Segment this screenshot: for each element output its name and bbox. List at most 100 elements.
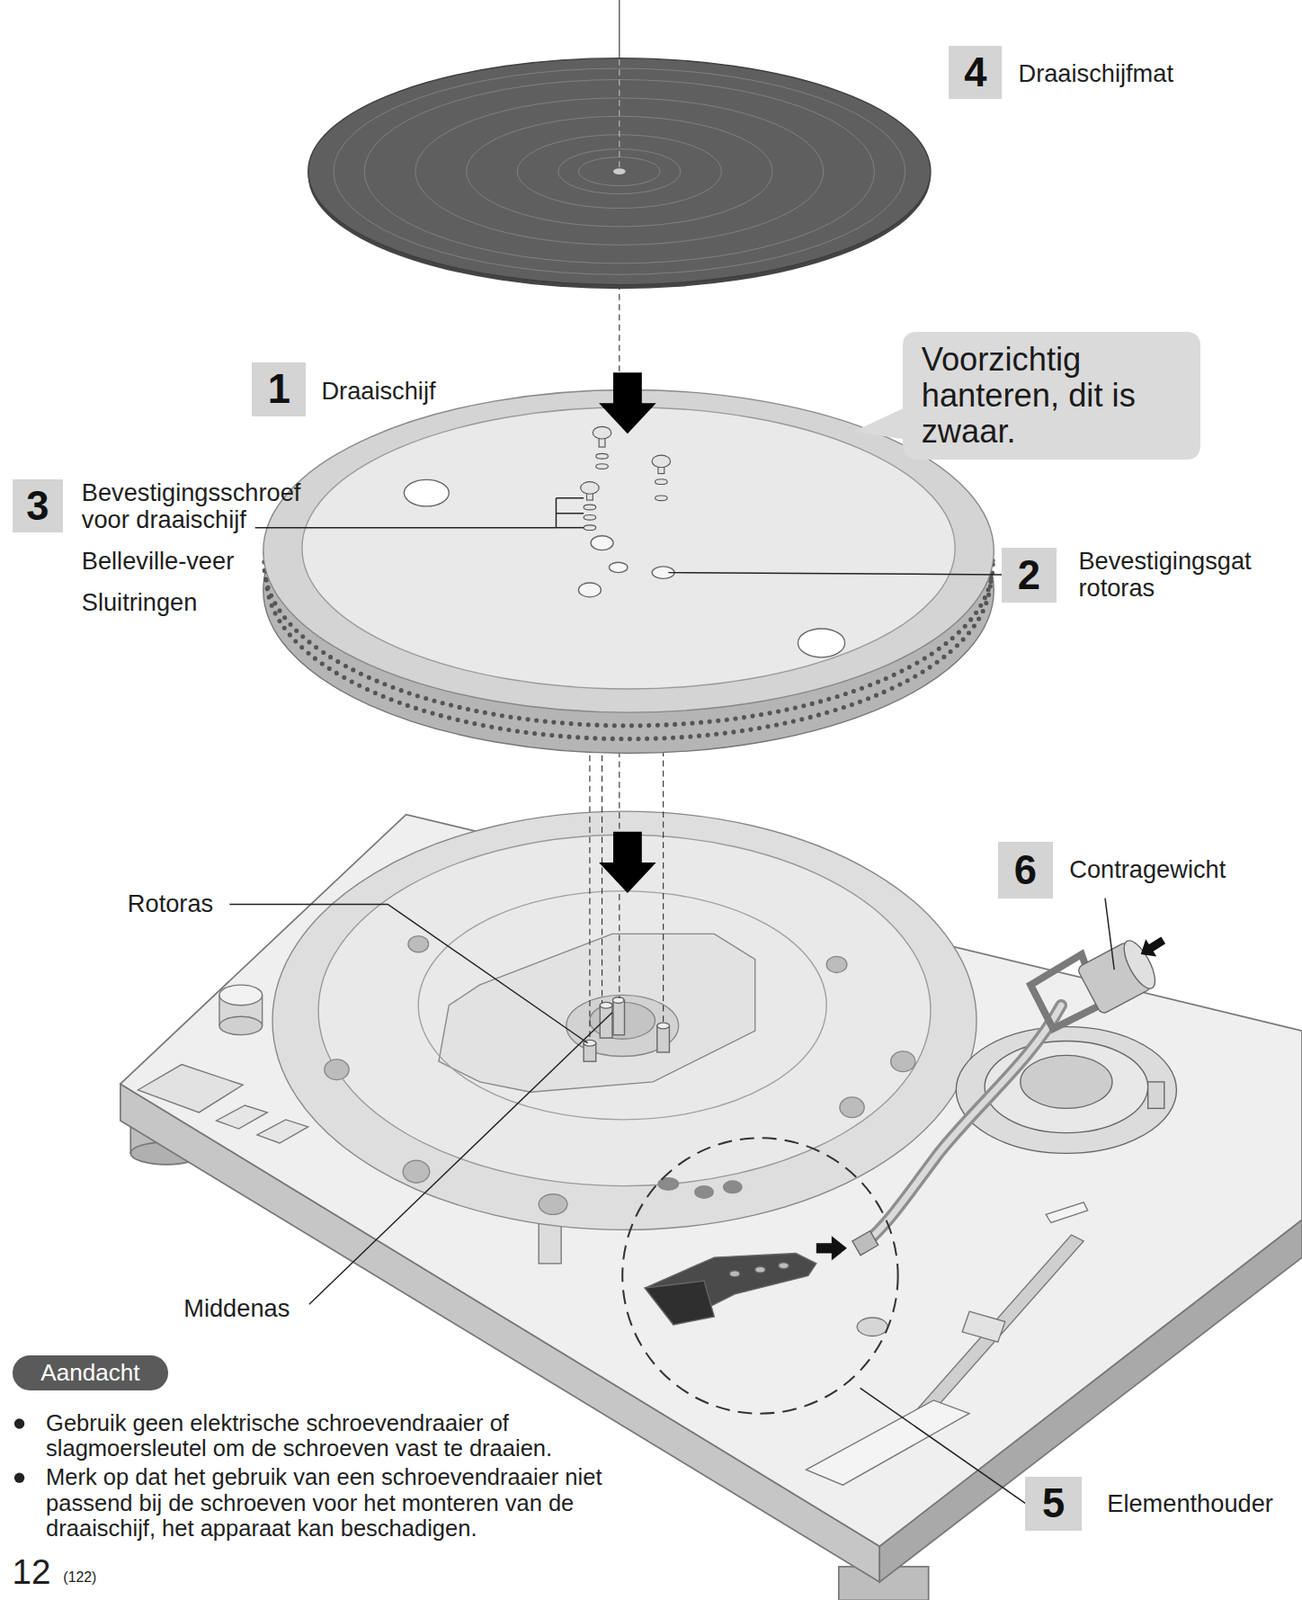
part-label: Sluitringen [81,588,198,616]
leader-line [255,526,557,528]
node-text: 1 [267,368,291,410]
part-label: Contragewicht [1069,856,1226,883]
tonearm [1020,1054,1113,1108]
rotor-posts [657,1025,670,1053]
leader-line [1105,898,1115,970]
platter-screws [580,481,599,495]
leader-line [229,498,1115,1504]
tonearm [1148,1081,1165,1109]
rotor-posts [583,997,669,1062]
bullet-dot [14,1417,25,1482]
platter-well [438,933,756,1092]
page-number: 12 [12,1552,52,1591]
part-label: Draaischijf [321,377,436,405]
tonearm [644,1253,817,1325]
bullet-dot [14,1472,25,1483]
attention-badge: Aandacht [12,1355,170,1391]
platter-screws [655,495,669,501]
platter-well [272,811,977,1230]
platter [302,407,955,689]
bubble-outline [854,331,1201,460]
node-text: 3 [26,485,49,527]
leader-line [668,572,1002,575]
tonearm [865,1005,1062,1243]
turntable-mat [618,0,620,60]
platter-well [695,1186,714,1199]
platter-well [723,1180,742,1194]
platter-screws [580,426,671,530]
part-label: Middenas [183,1294,290,1322]
callout-number: 6 [998,841,1053,898]
base-controls [1045,1202,1088,1223]
callout-number: 4 [948,45,1002,99]
node-text: Aandacht [40,1360,140,1384]
platter-screws [583,515,597,521]
base-controls [914,1234,1084,1418]
leader-line [555,526,584,528]
rotor-posts [613,999,625,1035]
platter-well [402,1159,430,1183]
assembly-arrow [598,372,657,434]
node-text: 4 [963,52,987,93]
assembly-arrow [598,372,657,893]
callout-number: 5 [1025,1476,1081,1531]
page-number: (122) [62,1569,97,1585]
tonearm [778,1262,789,1269]
base-controls [219,1016,263,1035]
platter-screws [583,504,597,510]
tonearm [852,1230,879,1256]
part-label: Bevestigingsgat rotoras [1078,547,1283,602]
node-text: Voorzichtig hanteren, dit is zwaar. [921,341,1184,449]
node-text: 5 [1042,1482,1065,1524]
base-controls [805,1400,970,1485]
part-label: Elementhouder [1106,1489,1274,1517]
callout-number: 2 [1001,547,1056,602]
platter-well [826,955,848,973]
leader-line [860,1387,1026,1503]
base-controls [137,824,1088,1485]
turntable-mat [618,59,620,172]
turntable-mat [308,58,931,286]
tonearm [816,1235,848,1260]
detail-circle [622,1137,898,1413]
platter-screws [596,463,609,470]
node-text: 6 [1014,849,1037,891]
bullet-dot [14,1417,25,1428]
platter [608,561,627,572]
tonearm [865,1005,1062,1243]
part-label: Belleville-veer [81,547,234,575]
tonearm [729,1270,740,1277]
platter-well [891,1051,916,1072]
assembly-lines [618,893,620,999]
base-controls [219,984,263,1006]
platter [797,628,845,658]
tonearm [1135,931,1169,964]
platter-well [658,1177,679,1191]
platter [263,389,995,753]
assembly-arrow [598,831,657,893]
platter-well [839,1096,865,1118]
base-controls [216,1105,268,1129]
rotor-posts [657,1022,670,1029]
base-controls [856,1317,888,1336]
leader-line [555,512,584,514]
platter-screws [596,453,609,459]
leader-line [229,903,588,1043]
platter-well [538,1194,568,1215]
platter [578,582,601,598]
platter-screws [592,426,611,439]
part-label: Bevestigingsschroef voor draaischijf [81,479,325,534]
platter-well [324,1059,349,1080]
platter [590,535,614,551]
callout-number: 3 [12,479,64,533]
platter-screws [583,525,597,531]
part-label: Draaischijfmat [1018,60,1174,88]
callout-number: 1 [251,362,306,417]
tonearm [644,1280,714,1325]
note-text: Gebruik geen elektrische schroevendraaie… [45,1409,670,1461]
platter-well [418,891,827,1120]
tonearm [984,1040,1149,1133]
